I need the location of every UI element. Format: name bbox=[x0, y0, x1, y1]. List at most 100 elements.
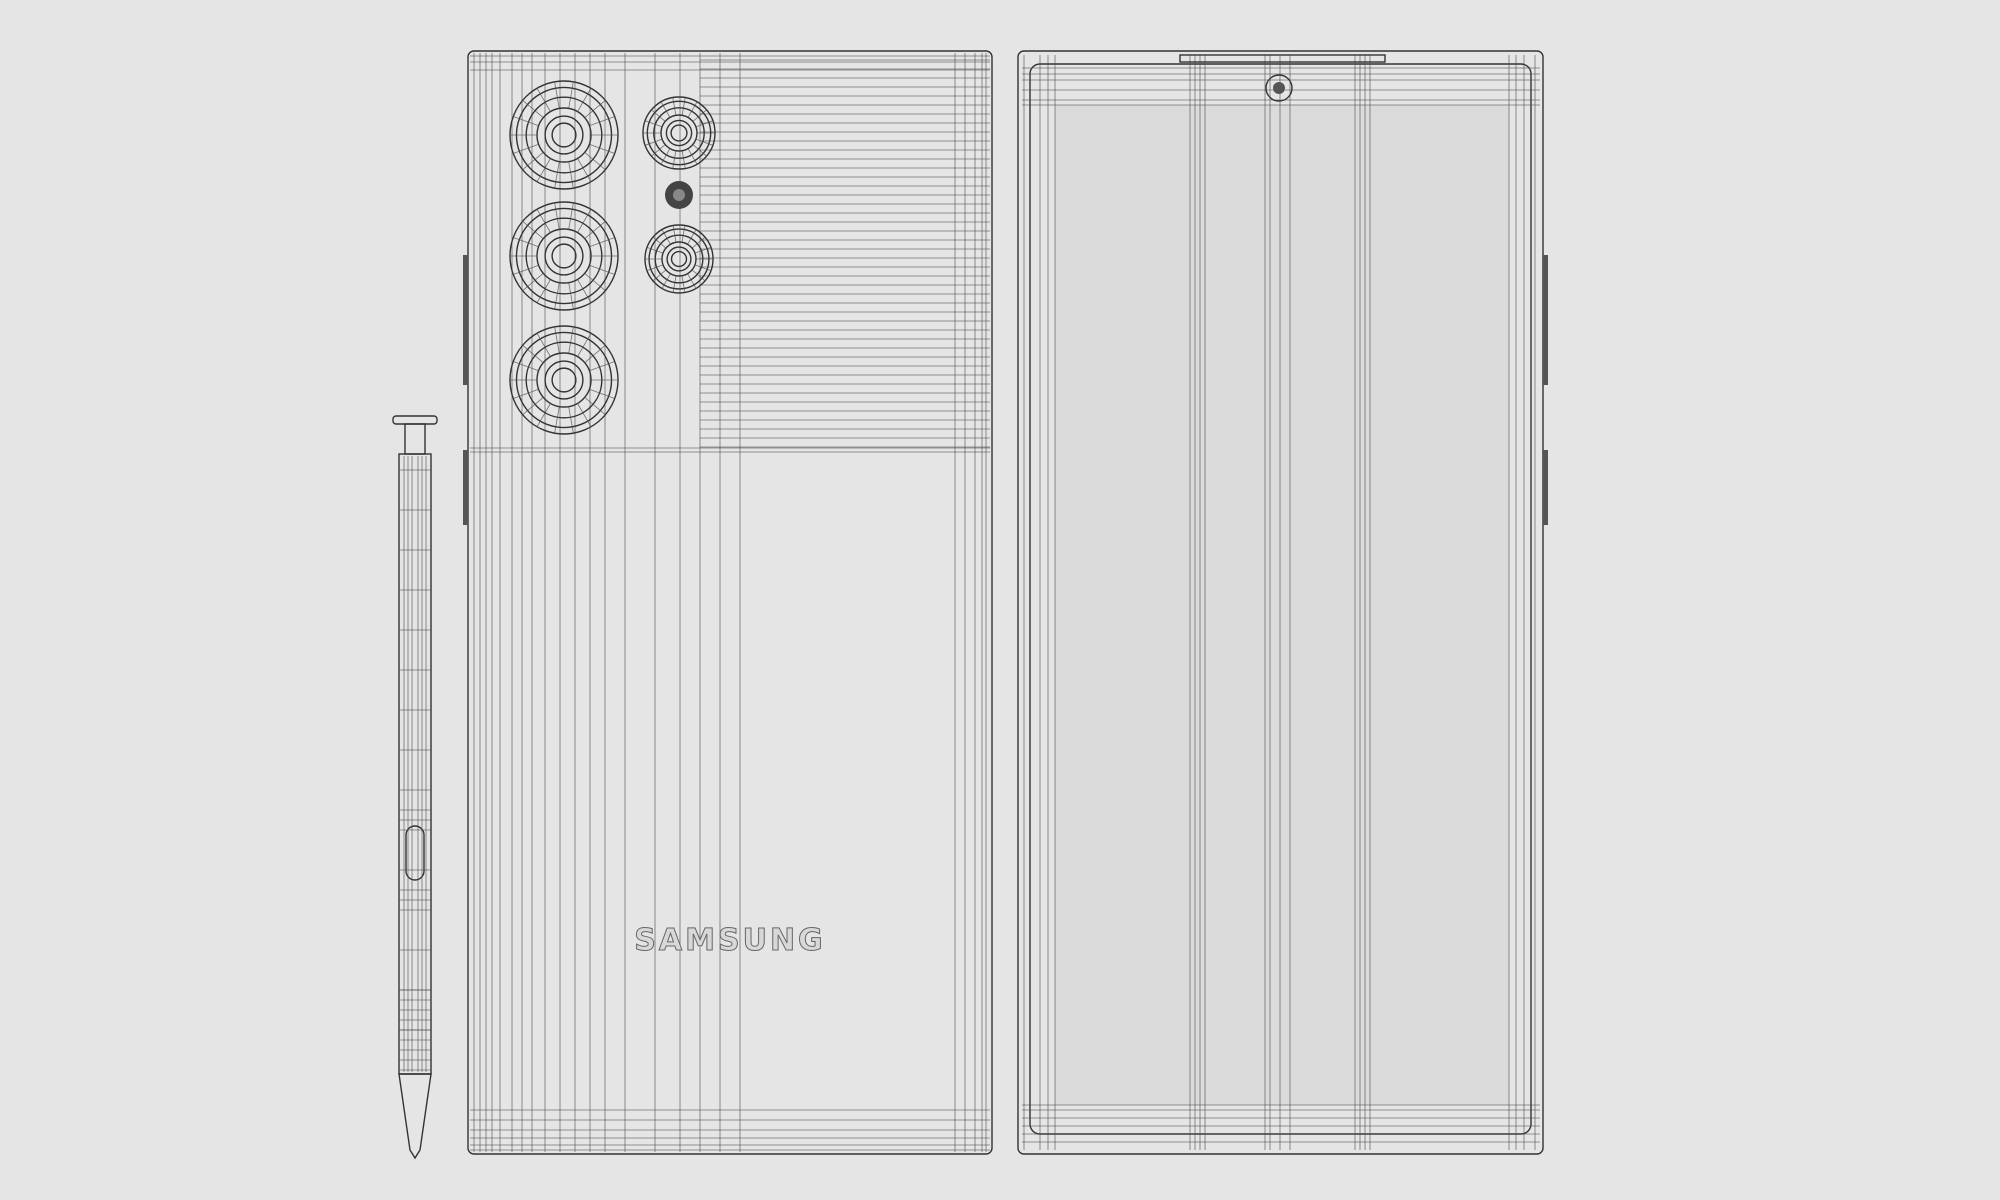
lens-edge bbox=[577, 158, 592, 182]
lens-edge bbox=[568, 406, 574, 434]
lens-edge bbox=[681, 150, 686, 169]
main-lens-icon bbox=[509, 80, 619, 190]
lens-edge bbox=[513, 143, 539, 154]
lens-ring bbox=[551, 367, 577, 393]
screen bbox=[1055, 105, 1509, 1105]
s-pen-button bbox=[405, 825, 425, 881]
lens-edge bbox=[687, 101, 698, 118]
ultrawide-lens-icon bbox=[509, 201, 619, 311]
lens-edge bbox=[522, 99, 544, 118]
lens-edge bbox=[672, 225, 677, 243]
lens-edge bbox=[589, 116, 615, 127]
lens-edge bbox=[687, 229, 697, 245]
lens-edge bbox=[522, 273, 544, 292]
lens-edge bbox=[672, 150, 677, 169]
lens-edge bbox=[584, 152, 606, 171]
phone-front-body bbox=[1017, 50, 1544, 1155]
lens-edge bbox=[651, 144, 666, 157]
lens-edge bbox=[513, 237, 539, 248]
lens-edge bbox=[584, 220, 606, 239]
lens-edge bbox=[554, 406, 560, 434]
lens-edge bbox=[584, 99, 606, 118]
laser-af-icon bbox=[644, 224, 714, 294]
lens-edge bbox=[577, 209, 592, 233]
s-pen-top bbox=[404, 423, 426, 455]
lens-edge bbox=[589, 237, 615, 248]
lens-edge bbox=[681, 97, 686, 116]
lens-edge bbox=[536, 158, 551, 182]
lens-edge bbox=[577, 88, 592, 112]
telephoto-lens-icon bbox=[642, 96, 716, 170]
lens-edge bbox=[661, 273, 671, 289]
lens-edge bbox=[536, 279, 551, 303]
lens-ring bbox=[544, 115, 584, 155]
brand-logo: SAMSUNG bbox=[634, 923, 825, 958]
lens-ring bbox=[544, 236, 584, 276]
lens-edge bbox=[589, 388, 615, 399]
lens-edge bbox=[672, 97, 677, 116]
lens-edge bbox=[554, 81, 560, 109]
lens-edge bbox=[645, 120, 663, 128]
lens-edge bbox=[695, 120, 713, 128]
periscope-lens-icon bbox=[509, 325, 619, 435]
lens-edge bbox=[660, 148, 671, 165]
lens-ring bbox=[551, 243, 577, 269]
lens-edge bbox=[691, 236, 706, 249]
lens-edge bbox=[692, 144, 707, 157]
side-button bbox=[1543, 450, 1548, 525]
lens-edge bbox=[513, 264, 539, 275]
lens-edge bbox=[694, 264, 712, 272]
lens-edge bbox=[661, 229, 671, 245]
phone-back-view: SAMSUNG bbox=[463, 50, 993, 1155]
lens-edge bbox=[554, 161, 560, 189]
lens-edge bbox=[577, 403, 592, 427]
lens-edge bbox=[554, 202, 560, 230]
phone-back-body bbox=[467, 50, 993, 1155]
lens-edge bbox=[536, 333, 551, 357]
phone-front-view bbox=[1017, 50, 1548, 1155]
earpiece-grille bbox=[1179, 54, 1386, 63]
lens-edge bbox=[554, 326, 560, 354]
lens-edge bbox=[522, 344, 544, 363]
lens-edge bbox=[652, 269, 667, 282]
lens-edge bbox=[646, 246, 664, 254]
lens-edge bbox=[577, 279, 592, 303]
lens-edge bbox=[687, 273, 697, 289]
lens-edge bbox=[589, 264, 615, 275]
lens-edge bbox=[584, 397, 606, 416]
flash-center bbox=[673, 189, 685, 201]
lens-ring bbox=[544, 360, 584, 400]
lens-edge bbox=[568, 202, 574, 230]
lens-edge bbox=[568, 81, 574, 109]
lens-ring bbox=[666, 246, 692, 272]
lens-edge bbox=[692, 109, 707, 122]
flash-icon bbox=[665, 181, 693, 209]
lens-edge bbox=[568, 282, 574, 310]
side-button bbox=[463, 450, 468, 525]
lens-ring bbox=[551, 122, 577, 148]
lens-edge bbox=[568, 161, 574, 189]
lens-edge bbox=[652, 236, 667, 249]
s-pen-cap bbox=[392, 415, 438, 425]
lens-edge bbox=[645, 138, 663, 146]
lens-edge bbox=[691, 269, 706, 282]
side-button bbox=[463, 255, 468, 385]
lens-edge bbox=[681, 275, 686, 293]
s-pen-tip bbox=[398, 1073, 432, 1160]
lens-edge bbox=[522, 397, 544, 416]
lens-edge bbox=[672, 275, 677, 293]
lens-edge bbox=[577, 333, 592, 357]
lens-edge bbox=[646, 264, 664, 272]
lens-edge bbox=[513, 388, 539, 399]
side-button bbox=[1543, 255, 1548, 385]
lens-edge bbox=[694, 246, 712, 254]
lens-edge bbox=[568, 326, 574, 354]
lens-edge bbox=[589, 143, 615, 154]
lens-edge bbox=[681, 225, 686, 243]
lens-edge bbox=[695, 138, 713, 146]
s-pen bbox=[392, 415, 438, 1160]
lens-edge bbox=[687, 148, 698, 165]
lens-edge bbox=[536, 209, 551, 233]
lens-edge bbox=[522, 220, 544, 239]
